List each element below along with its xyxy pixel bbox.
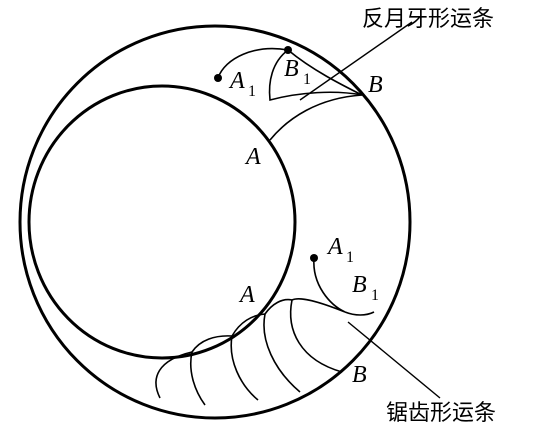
leader-line <box>299 21 413 101</box>
label-a1-bottom-sub: 1 <box>346 249 354 266</box>
sawtooth-weave-path <box>289 257 346 373</box>
label-b-top: B <box>368 72 383 98</box>
caption-crescent-weave: 反月牙形运条 <box>362 7 494 32</box>
inner-circle <box>27 84 297 360</box>
sawtooth-weave-path <box>344 311 375 316</box>
sawtooth-weave-path <box>191 335 259 401</box>
point-a1-dot <box>310 254 318 262</box>
sawtooth-weave-path <box>264 298 293 315</box>
point-b1-dot <box>284 46 292 54</box>
leader-line <box>347 321 441 399</box>
crescent-weave-path <box>217 47 289 79</box>
label-a-bottom: A <box>238 282 255 308</box>
label-b1-bottom: B <box>352 272 367 298</box>
label-a-top: A <box>244 144 261 170</box>
label-b1-bottom-sub: 1 <box>371 287 379 304</box>
sawtooth-weave-path <box>155 350 206 406</box>
crescent-weave-path <box>269 94 363 141</box>
label-a1-top-sub: 1 <box>248 83 256 100</box>
label-b1-top-sub: 1 <box>303 71 311 88</box>
sawtooth-weave-path <box>231 313 301 393</box>
label-a1-top: A <box>228 68 245 94</box>
label-b-bottom: B <box>352 362 367 388</box>
crescent-weave-path <box>268 49 363 102</box>
label-b1-top: B <box>284 56 299 82</box>
caption-sawtooth-weave: 锯齿形运条 <box>386 401 496 426</box>
label-a1-bottom: A <box>326 234 343 260</box>
outer-circle <box>18 24 412 420</box>
point-a1-dot <box>214 74 222 82</box>
